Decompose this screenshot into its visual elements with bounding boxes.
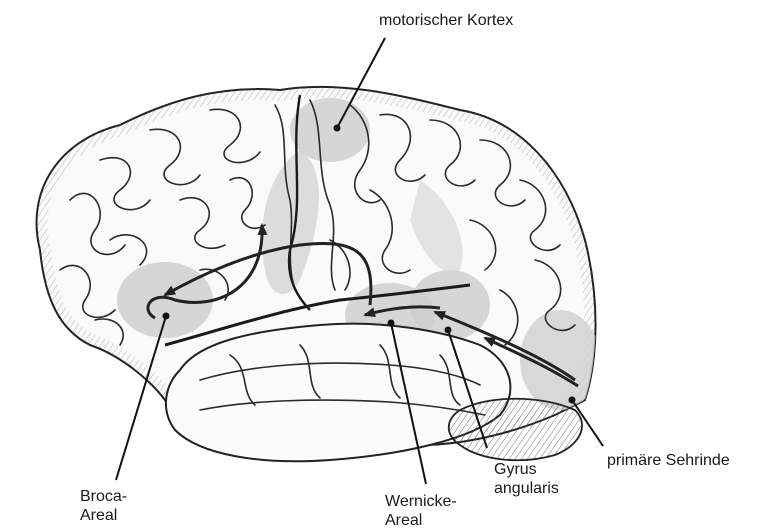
label-gyrus-angularis: Gyrus angularis — [494, 460, 559, 498]
motor-cortex-dot — [334, 125, 341, 132]
label-visual-cortex: primäre Sehrinde — [607, 451, 730, 470]
label-broca: Broca- Areal — [80, 487, 127, 525]
cerebellum — [449, 399, 582, 460]
label-motor-cortex: motorischer Kortex — [379, 11, 513, 30]
broca-region — [117, 262, 213, 338]
label-wernicke: Wernicke- Areal — [385, 492, 457, 530]
